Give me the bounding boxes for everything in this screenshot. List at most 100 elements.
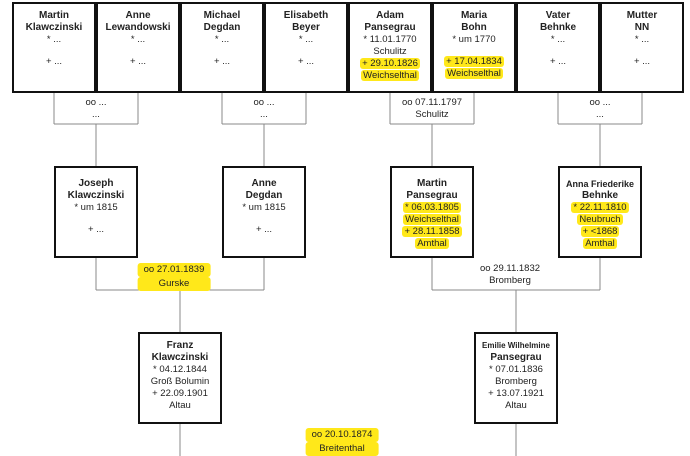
marriage-date: oo 20.10.1874 (305, 428, 379, 442)
person-anna-friederike-behnke[interactable]: Anna Friederike Behnke * 22.11.1810 Neub… (558, 166, 642, 258)
marriage-place: ... (596, 109, 604, 120)
person-elisabeth-beyer[interactable]: Elisabeth Beyer * ... + ... (264, 2, 348, 93)
person-emilie-wilhelmine-pansegrau[interactable]: Emilie Wilhelmine Pansegrau * 07.01.1836… (474, 332, 558, 424)
birth-date: * um 1770 (452, 34, 496, 45)
birth-date: * ... (46, 34, 62, 45)
birth-date: * um 1815 (242, 202, 286, 213)
person-name: Vater (545, 10, 571, 21)
birth-date: * 06.03.1805 (403, 202, 461, 213)
person-franz-klawczinski[interactable]: Franz Klawczinski * 04.12.1844 Groß Bolu… (138, 332, 222, 424)
marriage-behnke-nn: oo ... ... (589, 97, 610, 121)
death-place: Altau (505, 400, 527, 411)
person-maria-bohn[interactable]: Maria Bohn * um 1770 + 17.04.1834 Weichs… (432, 2, 516, 93)
birth-date: * 07.01.1836 (489, 364, 543, 375)
death-place: Amthal (583, 238, 617, 249)
marriage-date: oo 29.11.1832 (479, 263, 541, 274)
person-name: Anne (251, 178, 277, 189)
person-surname: Pansegrau (490, 352, 542, 363)
marriage-place: Gurske (137, 277, 211, 291)
death-place: Altau (169, 400, 191, 411)
marriage-place: Bromberg (489, 275, 531, 286)
person-surname: NN (634, 22, 650, 33)
person-name: Mutter (626, 10, 658, 21)
marriage-klawczinski-lewandowski: oo ... ... (85, 97, 106, 121)
person-name: Emilie Wilhelmine (482, 341, 550, 350)
person-anne-lewandowski[interactable]: Anne Lewandowski * ... + ... (96, 2, 180, 93)
death-date: + <1868 (580, 226, 620, 237)
person-surname: Degdan (245, 190, 283, 201)
person-anne-degdan[interactable]: Anne Degdan * um 1815 + ... (222, 166, 306, 258)
death-place: Amthal (415, 238, 449, 249)
person-name: Anna Friederike (565, 179, 635, 189)
person-name: Adam (376, 10, 404, 21)
person-surname: Bohn (461, 22, 487, 33)
birth-date: * ... (550, 34, 566, 45)
death-date: + 28.11.1858 (402, 226, 462, 237)
person-surname: Behnke (539, 22, 577, 33)
person-surname: Klawczinski (67, 190, 125, 201)
person-name: Anne (125, 10, 151, 21)
person-surname: Pansegrau (364, 22, 416, 33)
person-michael-degdan[interactable]: Michael Degdan * ... + ... (180, 2, 264, 93)
death-place: Weichselthal (361, 70, 419, 81)
person-mutter-nn[interactable]: Mutter NN * ... + ... (600, 2, 684, 93)
person-vater-behnke[interactable]: Vater Behnke * ... + ... (516, 2, 600, 93)
marriage-date: oo 07.11.1797 (401, 97, 463, 108)
birth-date: * ... (214, 34, 230, 45)
marriage-date: oo ... (85, 97, 107, 108)
birth-place: Schulitz (373, 46, 407, 57)
birth-place: Neubruch (577, 214, 623, 225)
birth-place: Groß Bolumin (150, 376, 210, 387)
marriage-date: oo ... (253, 97, 275, 108)
birth-date: * 22.11.1810 (571, 202, 629, 213)
birth-date: * ... (298, 34, 314, 45)
birth-date: * 04.12.1844 (153, 364, 207, 375)
marriage-klawczinski-degdan: oo 27.01.1839 Gurske (137, 263, 211, 291)
birth-place: Bromberg (495, 376, 537, 387)
marriage-pansegrau-bohn: oo 07.11.1797 Schulitz (402, 97, 462, 121)
birth-date: * 11.01.1770 (363, 34, 417, 45)
birth-date: * um 1815 (74, 202, 118, 213)
person-name: Joseph (78, 178, 114, 189)
marriage-klawczinski-pansegrau: oo 20.10.1874 Breitenthal (305, 428, 379, 456)
birth-date: * ... (634, 34, 650, 45)
person-surname: Klawczinski (25, 22, 83, 33)
person-adam-pansegrau[interactable]: Adam Pansegrau * 11.01.1770 Schulitz + 2… (348, 2, 432, 93)
death-date: + ... (255, 224, 273, 235)
person-name: Martin (39, 10, 69, 21)
marriage-date: oo ... (589, 97, 611, 108)
death-date: + 13.07.1921 (488, 388, 544, 399)
birth-date: * ... (130, 34, 146, 45)
person-martin-klawczinski[interactable]: Martin Klawczinski * ... + ... (12, 2, 96, 93)
person-surname: Klawczinski (151, 352, 209, 363)
person-surname: Pansegrau (406, 190, 458, 201)
marriage-place: Breitenthal (305, 442, 379, 456)
marriage-pansegrau-behnke: oo 29.11.1832 Bromberg (480, 263, 540, 287)
marriage-place: ... (92, 109, 100, 120)
person-surname: Degdan (203, 22, 241, 33)
death-place: Weichselthal (445, 68, 503, 79)
person-surname: Lewandowski (105, 22, 171, 33)
person-surname: Beyer (292, 22, 320, 33)
death-date: + ... (633, 56, 651, 67)
death-date: + ... (549, 56, 567, 67)
person-name: Michael (203, 10, 241, 21)
person-name: Martin (417, 178, 447, 189)
person-joseph-klawczinski[interactable]: Joseph Klawczinski * um 1815 + ... (54, 166, 138, 258)
death-date: + 17.04.1834 (444, 56, 504, 67)
death-date: + ... (87, 224, 105, 235)
person-martin-pansegrau[interactable]: Martin Pansegrau * 06.03.1805 Weichselth… (390, 166, 474, 258)
person-name: Franz (166, 340, 194, 351)
death-date: + ... (213, 56, 231, 67)
birth-place: Weichselthal (403, 214, 461, 225)
marriage-place: Schulitz (415, 109, 449, 120)
death-date: + ... (45, 56, 63, 67)
person-name: Elisabeth (283, 10, 329, 21)
death-date: + ... (297, 56, 315, 67)
marriage-date: oo 27.01.1839 (137, 263, 211, 277)
death-date: + ... (129, 56, 147, 67)
person-surname: Behnke (581, 190, 619, 201)
person-name: Maria (460, 10, 488, 21)
